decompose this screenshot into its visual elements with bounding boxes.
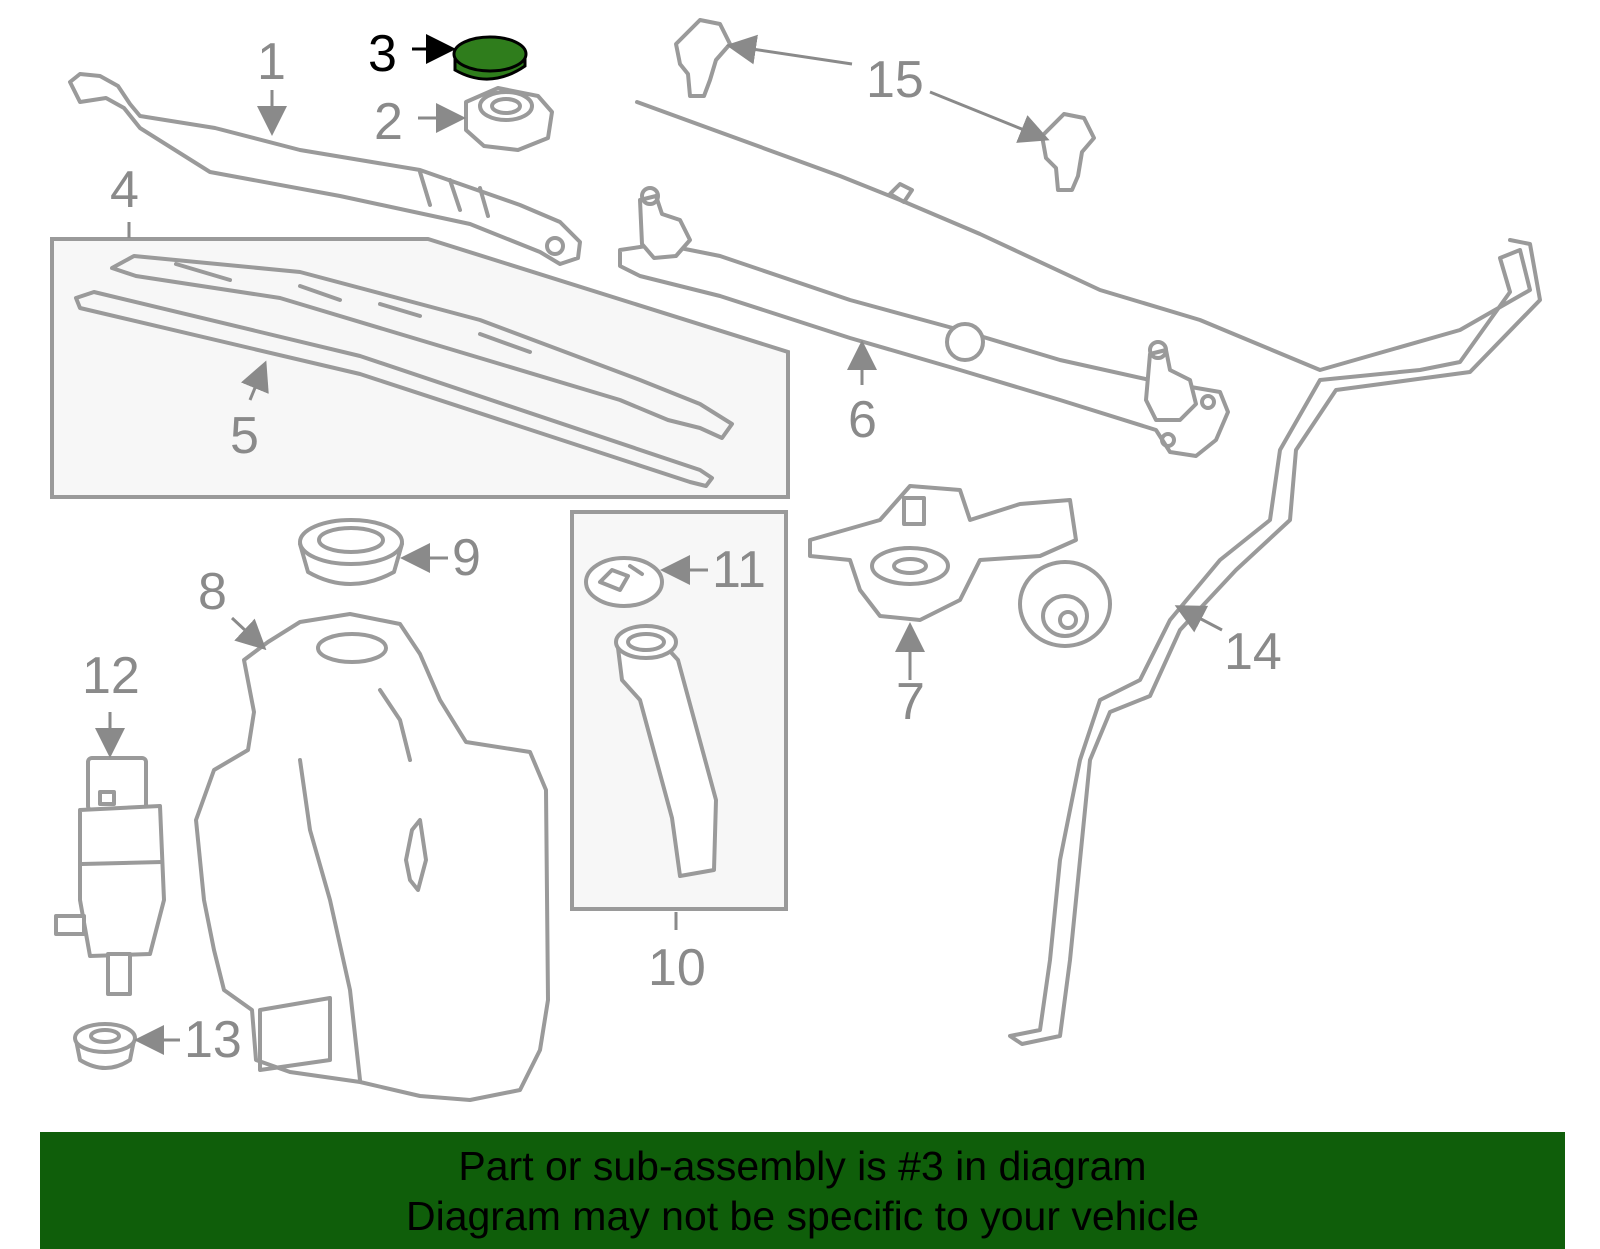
- blade-insert-part: [74, 290, 714, 488]
- callout-5: 5: [230, 407, 259, 465]
- washer-nozzle-part: [674, 18, 1096, 192]
- callout-15: 15: [866, 51, 924, 109]
- grommet-part: [298, 518, 404, 586]
- footer-line-2: Diagram may not be specific to your vehi…: [405, 1193, 1199, 1239]
- nut-part: [464, 86, 554, 152]
- filler-neck-part: [614, 624, 718, 878]
- wiper-motor-part: [808, 484, 1112, 648]
- parts-diagram: [50, 18, 1542, 1102]
- callout-10: 10: [648, 939, 706, 997]
- filler-cap-part: [584, 556, 664, 608]
- callout-2: 2: [374, 93, 403, 151]
- callout-1: 1: [257, 33, 286, 91]
- cap-part-highlighted: [452, 35, 528, 81]
- callout-3: 3: [368, 25, 397, 83]
- wiper-blade-part: [110, 254, 734, 440]
- callout-8: 8: [198, 563, 227, 621]
- callout-13: 13: [184, 1011, 242, 1069]
- wiper-arm-part: [68, 72, 582, 266]
- callout-6: 6: [848, 391, 877, 449]
- washer-reservoir-part: [194, 612, 550, 1102]
- callout-7: 7: [896, 673, 925, 731]
- leader-lines: [95, 34, 1223, 1055]
- callout-4: 4: [110, 161, 139, 219]
- footer-banner: Part or sub-assembly is #3 in diagram Di…: [40, 1132, 1565, 1249]
- wiper-blade-kit-box: [50, 237, 790, 499]
- callout-12: 12: [82, 647, 140, 705]
- callout-11: 11: [712, 541, 766, 599]
- callout-14: 14: [1224, 623, 1282, 681]
- pump-grommet-part: [73, 1022, 137, 1070]
- footer-line-1: Part or sub-assembly is #3 in diagram: [458, 1143, 1147, 1189]
- washer-pump-part: [54, 756, 166, 996]
- washer-hose-part: [635, 100, 1542, 1046]
- callout-9: 9: [452, 529, 481, 587]
- wiper-linkage-part: [618, 186, 1230, 458]
